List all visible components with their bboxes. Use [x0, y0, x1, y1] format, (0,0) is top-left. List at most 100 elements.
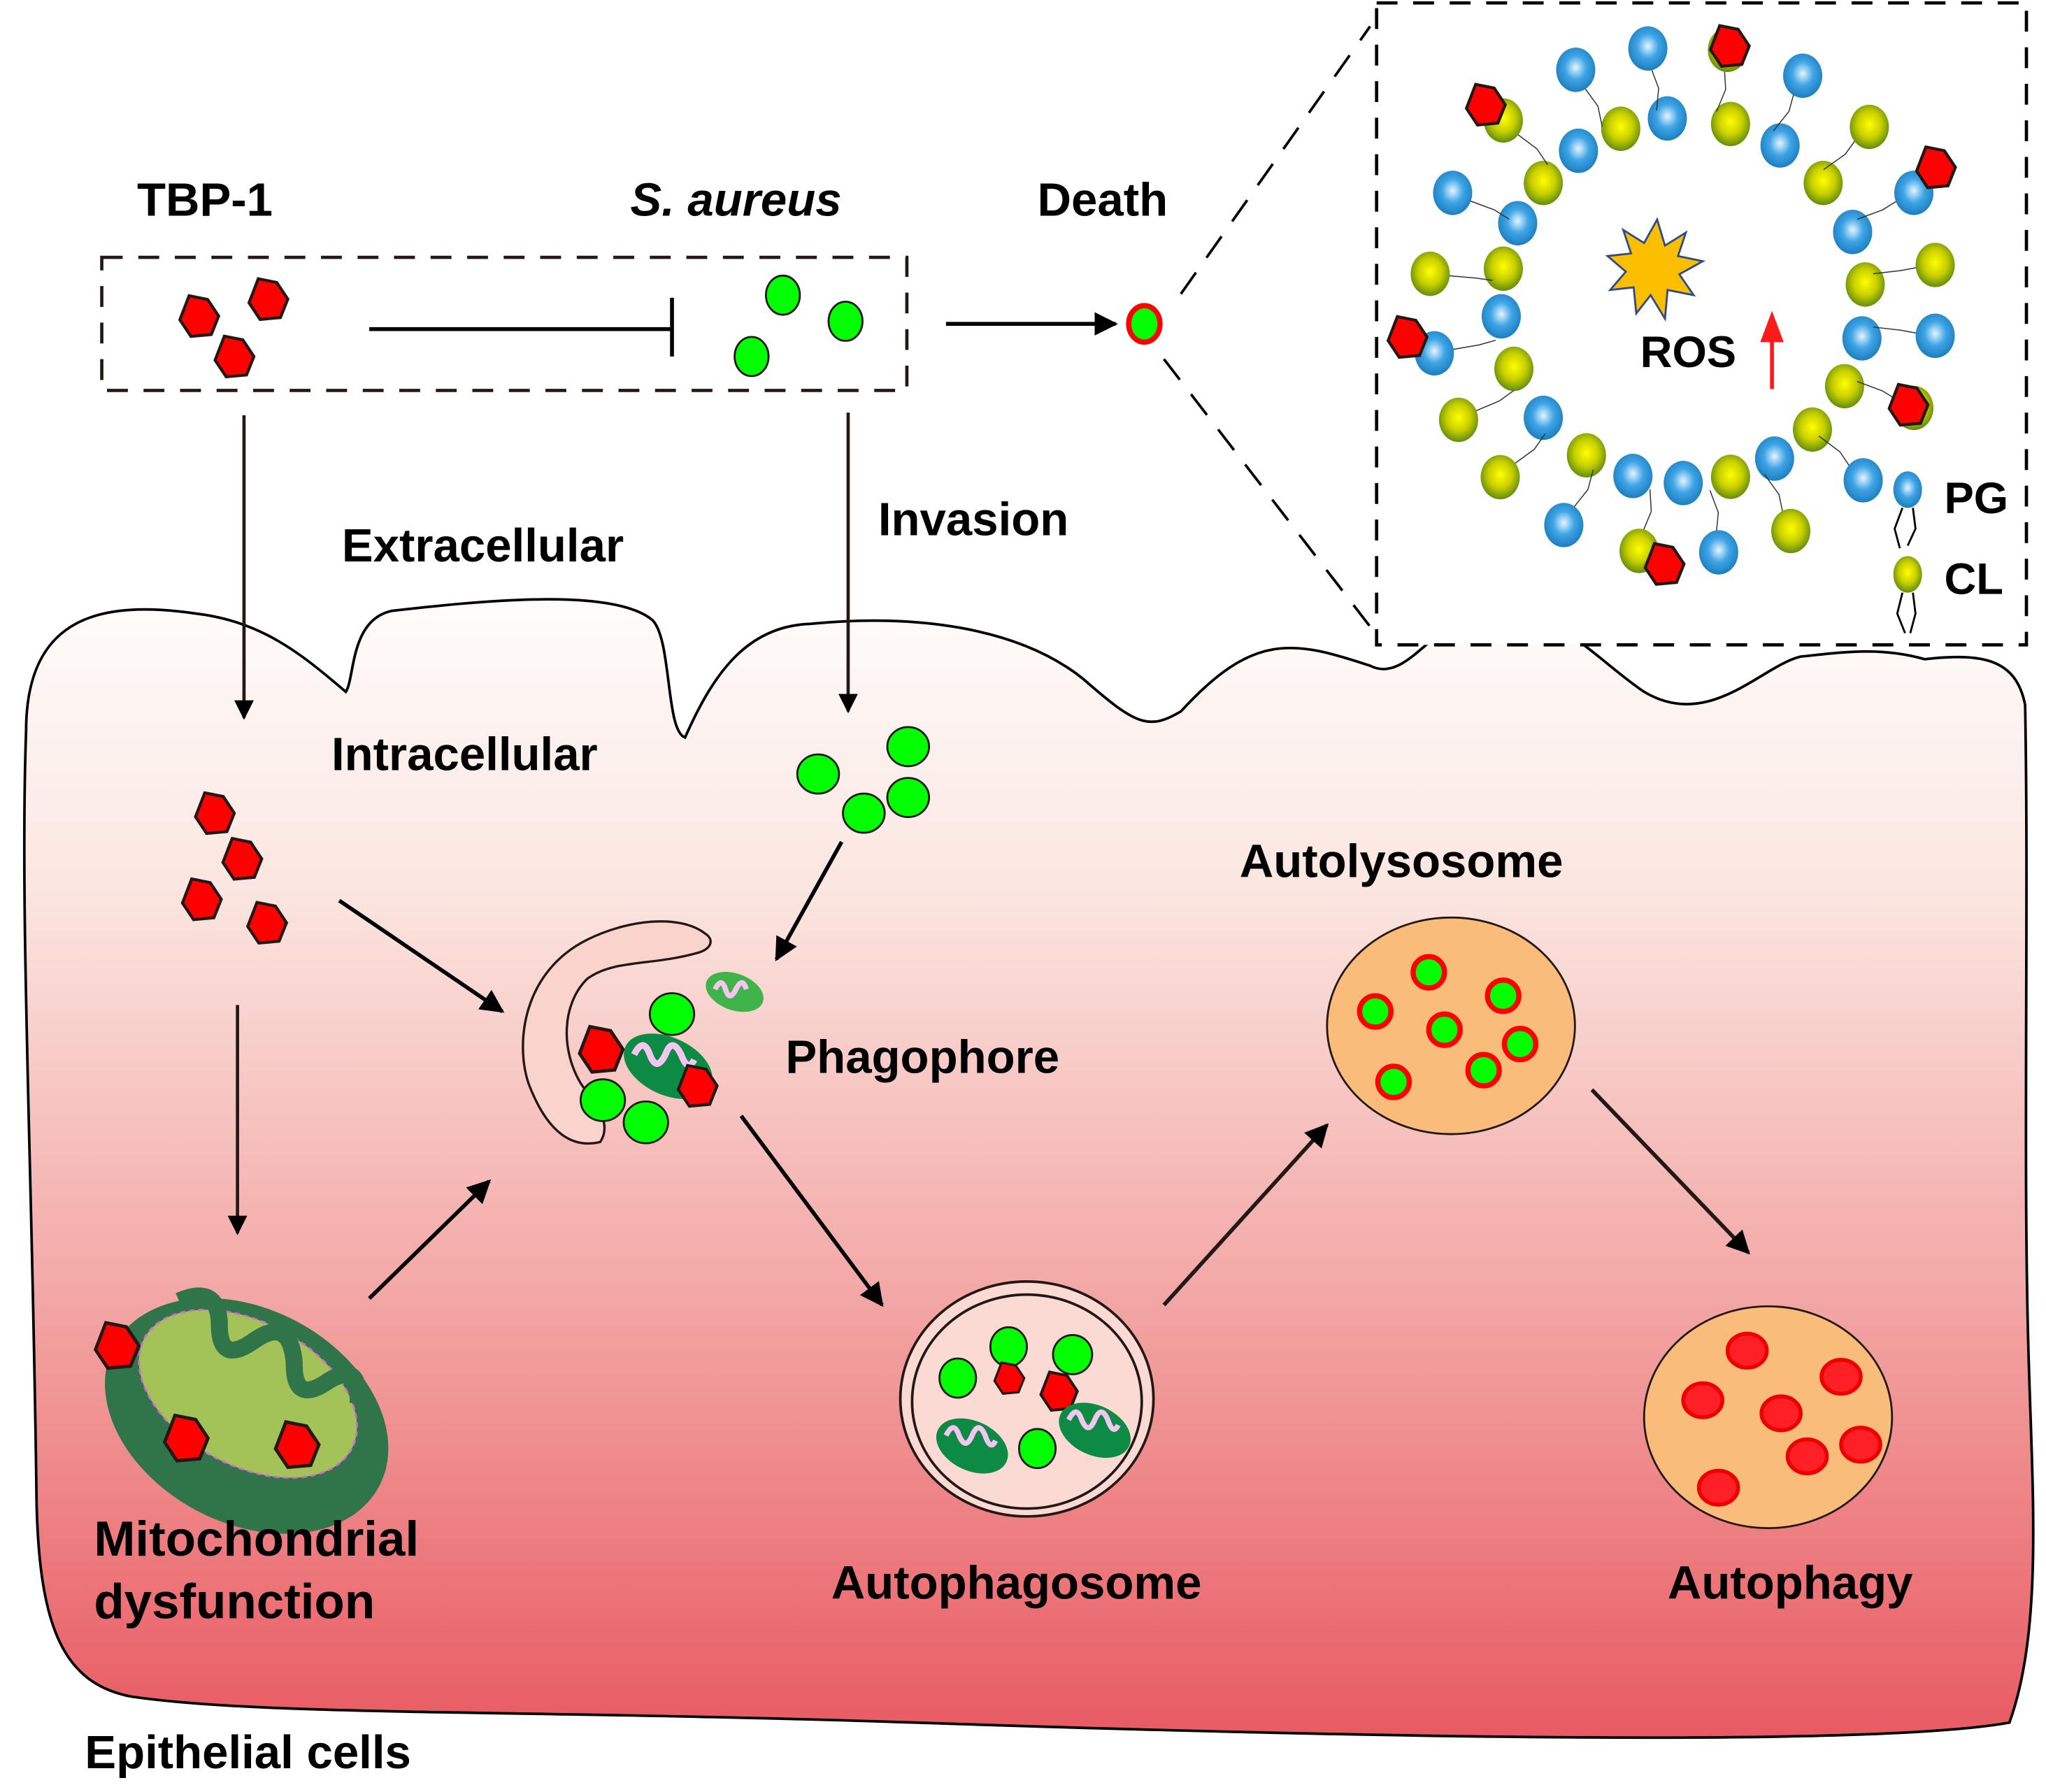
bacterium — [764, 274, 801, 316]
bacterium — [842, 792, 886, 834]
pg-lipid — [1783, 53, 1823, 99]
pg-lipid — [1760, 123, 1800, 168]
pg-legend-label: PG — [1944, 474, 2008, 523]
cl-tail-icon — [1896, 592, 1917, 634]
mito-cristae — [943, 1425, 999, 1448]
autolysosome-label: Autolysosome — [1240, 835, 1564, 887]
cl-lipid — [1771, 508, 1811, 554]
cl-legend-label: CL — [1944, 555, 2003, 604]
pg-lipid — [1842, 316, 1882, 361]
lipid-tail — [1818, 436, 1852, 468]
phagophore — [522, 920, 764, 1145]
lipid-tail — [1582, 85, 1603, 127]
pg-lipid — [1698, 530, 1738, 575]
pg-lipid — [1559, 128, 1598, 173]
zoom-line-bottom — [1163, 358, 1371, 628]
zoom-line-top — [1180, 25, 1371, 295]
lipid-tail — [1857, 199, 1898, 220]
lipid-tail — [1873, 327, 1918, 334]
degraded-particle — [1839, 1426, 1882, 1464]
cl-lipid — [1824, 364, 1864, 409]
lipid-tail — [1709, 490, 1719, 535]
mito-dysfunction-label-line2: dysfunction — [94, 1574, 375, 1629]
bacteria-to-phagophore-arrow — [774, 840, 844, 961]
pg-lipid — [1628, 26, 1668, 71]
tbp1-hexagon — [180, 296, 219, 336]
autophagosome-outer-membrane — [899, 1280, 1155, 1518]
mitochondrion — [1059, 1403, 1131, 1458]
lipid-tail — [1873, 266, 1918, 275]
tbp1-hexagon — [215, 336, 255, 377]
cl-lipid — [1483, 246, 1523, 291]
bacterium — [1018, 1428, 1057, 1470]
inset-legend: PG CL — [1893, 471, 2008, 634]
lipid-tail — [1512, 433, 1546, 466]
pg-lipid — [1544, 503, 1584, 547]
bacterium — [796, 753, 840, 795]
ros-burst-icon — [1605, 217, 1706, 322]
epithelial-cell-membrane — [22, 598, 2035, 1740]
dead-bacterium — [1126, 303, 1163, 345]
mito-cristae — [1066, 1409, 1121, 1432]
bacterium — [1052, 1334, 1094, 1375]
pg-lipid — [1664, 461, 1703, 506]
cl-lipid — [1566, 433, 1606, 478]
degraded-particle — [1759, 1394, 1803, 1433]
digested-bacterium — [1426, 1011, 1463, 1048]
pg-legend-icon — [1893, 471, 1922, 508]
pg-lipid — [1613, 454, 1653, 499]
autophagy-contents — [1681, 1331, 1882, 1507]
ros-label: ROS — [1640, 328, 1736, 377]
extracellular-label: Extracellular — [342, 519, 624, 572]
mito-cristae — [631, 1042, 697, 1069]
cl-lipid — [1601, 106, 1640, 151]
lipid-tail — [1571, 469, 1594, 510]
cl-lipid — [1803, 160, 1843, 206]
lipid-tail — [1515, 132, 1548, 166]
degraded-particle — [1819, 1358, 1863, 1396]
cl-lipid — [1915, 243, 1955, 287]
degraded-particle — [1725, 1331, 1769, 1370]
bacteria-intracellular — [796, 726, 931, 834]
pg-lipid — [1433, 171, 1473, 215]
tbp1-to-phagophore-arrow — [338, 898, 505, 1013]
lipid-tail — [1650, 66, 1659, 111]
degraded-particle — [1696, 1468, 1740, 1507]
lipid-tail — [1447, 275, 1493, 281]
pg-lipid — [1754, 436, 1794, 481]
bacterium — [734, 336, 770, 378]
bacterium — [580, 1078, 627, 1122]
pg-lipid — [1498, 201, 1538, 245]
bacteria-extracellular — [734, 274, 864, 378]
lipid-tail — [1716, 67, 1726, 112]
cl-lipid — [1845, 262, 1885, 307]
mito-dysfunction-label-line1: Mitochondrial — [94, 1512, 419, 1567]
cl-lipid — [1494, 346, 1533, 392]
autophagosome — [899, 1280, 1155, 1518]
lipid-tail — [1468, 199, 1510, 220]
ros-increase-arrowhead — [1760, 310, 1784, 343]
cl-lipid — [1410, 251, 1450, 296]
pg-lipid — [1524, 395, 1564, 440]
bacterial-membrane-liposome — [1388, 26, 1955, 585]
bacterium — [989, 1326, 1028, 1368]
digested-bacterium — [1410, 954, 1447, 991]
cl-lipid — [1524, 160, 1564, 206]
pg-tail-icon — [1894, 507, 1917, 549]
digested-bacterium — [1501, 1026, 1539, 1063]
bacterium — [938, 1357, 978, 1399]
bacterium — [886, 726, 931, 768]
intracellular-label: Intracellular — [331, 728, 598, 780]
phagophore-membrane — [522, 920, 712, 1145]
bacterium — [886, 777, 931, 819]
cl-lipid — [1850, 104, 1889, 150]
digested-bacterium — [1375, 1063, 1412, 1101]
epithelial-cells-label: Epithelial cells — [85, 1726, 411, 1779]
autophagosome-to-autolysosome-arrow — [1162, 1123, 1329, 1307]
death-label: Death — [1038, 173, 1168, 226]
lipid-tail — [1773, 91, 1795, 131]
cl-lipid — [1480, 454, 1520, 500]
bacterium — [648, 992, 696, 1036]
damaged-mitochondrion — [64, 1287, 389, 1534]
